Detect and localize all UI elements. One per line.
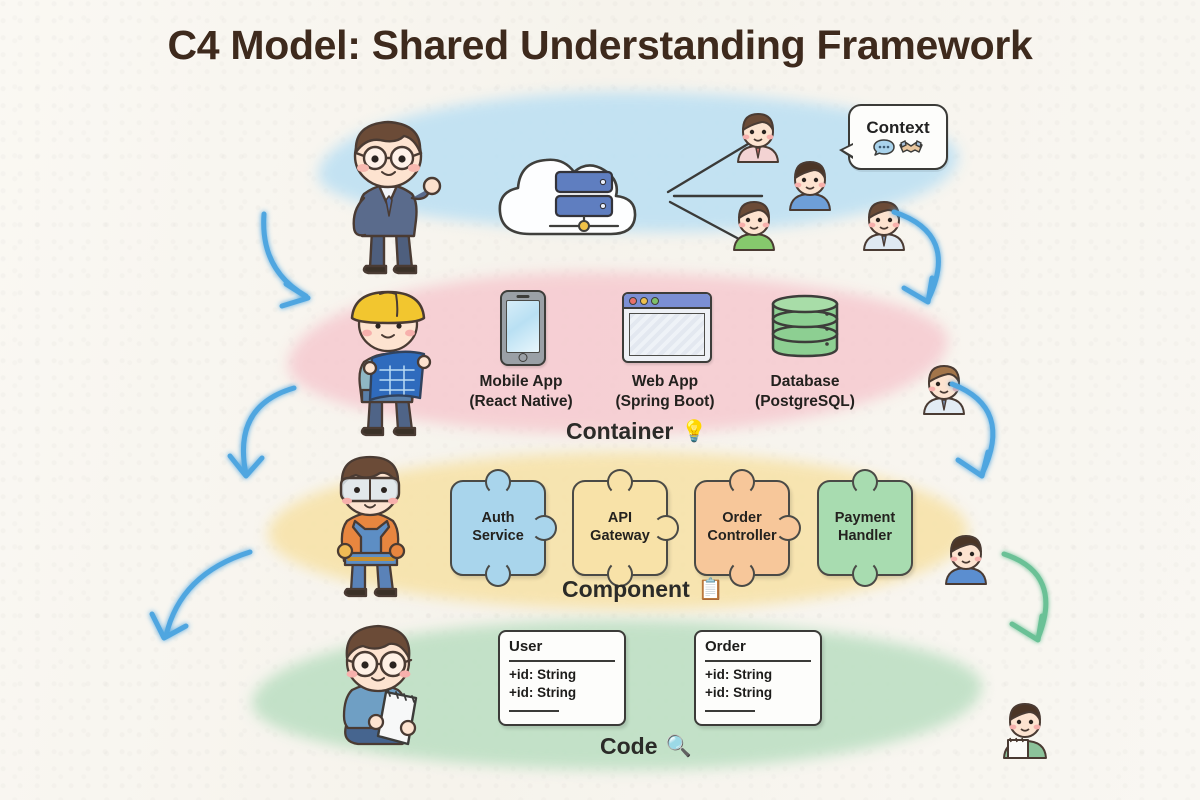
puzzle-knob-bottom [729,561,755,587]
puzzle-line1: Payment [834,510,896,527]
uml-divider [509,660,615,662]
puzzle-knob-right [775,515,801,541]
label-line2: (Spring Boot) [615,392,715,410]
puzzle-label: Order Controller [707,510,776,545]
container-node-label-database: Database (PostgreSQL) [725,372,885,412]
puzzle-line1: Order [722,510,762,527]
side-avatar-right-container [923,365,965,415]
uml-divider [705,660,811,662]
uml-class-order[interactable]: Order +id: String +id: String [694,630,822,726]
uml-class-title: Order [705,638,746,655]
magnifier-icon: 🔍 [665,735,692,758]
layer-caption-component: Component 📋 [562,576,724,603]
side-avatar-right-code [1003,703,1047,759]
puzzle-line2: Handler [837,528,892,544]
browser-dot-green [651,296,659,305]
browser-titlebar [624,294,710,309]
phone-screen [506,300,540,353]
side-avatar-right-component [945,535,987,585]
caption-text: Code [600,733,658,759]
puzzle-knob-top [607,469,633,495]
browser-dot-yellow [640,296,648,305]
puzzle-label: Payment Handler [835,510,895,545]
side-avatar-right-context [863,201,905,251]
puzzle-line1: API [607,510,633,527]
uml-attribute: +id: String [509,685,577,701]
handshake-icon [899,140,923,153]
puzzle-label: Auth Service [472,510,524,545]
uml-class-user[interactable]: User +id: String +id: String [498,630,626,726]
label-line1: Database [770,373,840,390]
container-node-label-web: Web App (Spring Boot) [585,372,745,412]
component-puzzle-payment-handler[interactable]: Payment Handler [817,469,913,587]
puzzle-line2: Gateway [590,528,650,544]
page-title: C4 Model: Shared Understanding Framework [167,22,1033,68]
component-puzzle-order-controller[interactable]: Order Controller [694,469,801,587]
uml-class-title: User [509,638,543,655]
context-bubble-label: Context [866,118,930,137]
character-developer [342,624,418,746]
layer-caption-container: Container 💡 [566,418,708,445]
browser-window-icon[interactable] [622,292,712,363]
uml-divider-bottom [509,709,559,712]
user-avatar-red-tie [737,113,779,163]
flow-arrow-right-component-to-code [1001,551,1049,643]
puzzle-line1: Auth [481,510,515,527]
lightbulb-icon: 💡 [681,420,708,443]
cloud-system-icon [498,158,637,236]
user-avatar-blue-shirt [789,161,831,211]
character-businessman [352,120,442,275]
context-bubble-icons [873,139,923,156]
caption-text: Container [566,418,674,444]
database-cylinder-icon[interactable] [769,288,841,364]
puzzle-line2: Service [472,528,524,544]
puzzle-knob-right [531,515,557,541]
user-avatar-green-shirt [733,201,775,251]
speech-bubble-icon [873,139,895,156]
component-puzzle-auth-service[interactable]: Auth Service [450,469,557,587]
puzzle-knob-right [653,515,679,541]
uml-divider-bottom [705,709,755,712]
uml-attribute: +id: String [705,667,773,682]
puzzle-knob-top [485,469,511,495]
phone-speaker [516,295,530,298]
uml-attribute: +id: String [509,667,577,682]
puzzle-knob-top [729,469,755,495]
puzzle-knob-bottom [852,561,878,587]
container-node-label-mobile: Mobile App (React Native) [441,372,601,412]
browser-content [629,313,705,356]
puzzle-knob-top [852,469,878,495]
character-architect [350,290,432,437]
label-line1: Mobile App [479,373,563,390]
layer-caption-code: Code 🔍 [600,733,692,760]
clipboard-check-icon: 📋 [697,578,724,601]
uml-attribute: +id: String [705,685,773,701]
puzzle-line2: Controller [707,528,777,544]
label-line1: Web App [631,373,699,390]
component-puzzle-api-gateway[interactable]: API Gateway [572,469,679,587]
mobile-phone-icon[interactable] [500,290,546,366]
bubble-tail [839,143,853,159]
puzzle-label: API Gateway [590,510,650,545]
context-speech-bubble[interactable]: Context [839,104,948,170]
browser-dot-red [629,296,637,305]
character-engineer [336,455,406,598]
label-line2: (React Native) [469,392,573,410]
puzzle-knob-bottom [607,561,633,587]
caption-text: Component [562,576,690,602]
puzzle-knob-bottom [485,561,511,587]
phone-home-button [518,353,528,362]
label-line2: (PostgreSQL) [755,392,855,410]
